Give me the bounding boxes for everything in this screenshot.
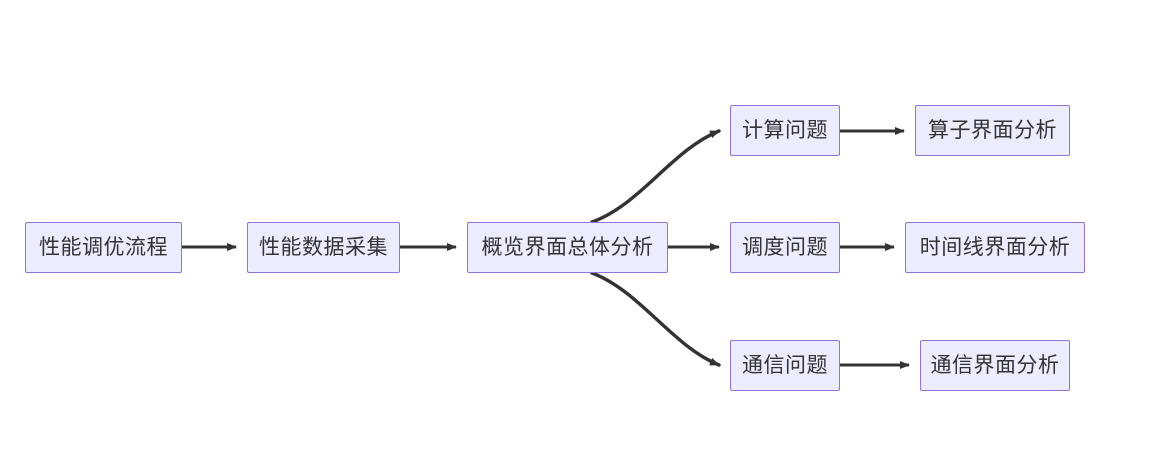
node-compute-issue[interactable]: 计算问题 xyxy=(730,105,840,156)
node-performance-data-collection[interactable]: 性能数据采集 xyxy=(247,222,400,273)
node-label: 概览界面总体分析 xyxy=(481,236,654,259)
node-scheduling-issue[interactable]: 调度问题 xyxy=(730,222,840,273)
node-label: 调度问题 xyxy=(742,236,828,259)
node-communication-interface-analysis[interactable]: 通信界面分析 xyxy=(920,340,1070,391)
node-label: 通信问题 xyxy=(742,354,828,377)
node-label: 性能数据采集 xyxy=(259,236,388,259)
node-performance-tuning-process[interactable]: 性能调优流程 xyxy=(25,222,182,273)
node-overview-interface-analysis[interactable]: 概览界面总体分析 xyxy=(467,222,668,273)
node-label: 通信界面分析 xyxy=(930,354,1060,377)
edge-n3-n6 xyxy=(590,271,721,367)
node-label: 性能调优流程 xyxy=(39,236,168,259)
node-label: 计算问题 xyxy=(742,119,828,142)
node-operator-interface-analysis[interactable]: 算子界面分析 xyxy=(915,105,1070,156)
node-communication-issue[interactable]: 通信问题 xyxy=(730,340,840,391)
node-label: 时间线界面分析 xyxy=(919,236,1071,259)
node-label: 算子界面分析 xyxy=(928,119,1057,142)
node-timeline-interface-analysis[interactable]: 时间线界面分析 xyxy=(905,222,1085,273)
edge-n3-n4 xyxy=(590,129,721,224)
